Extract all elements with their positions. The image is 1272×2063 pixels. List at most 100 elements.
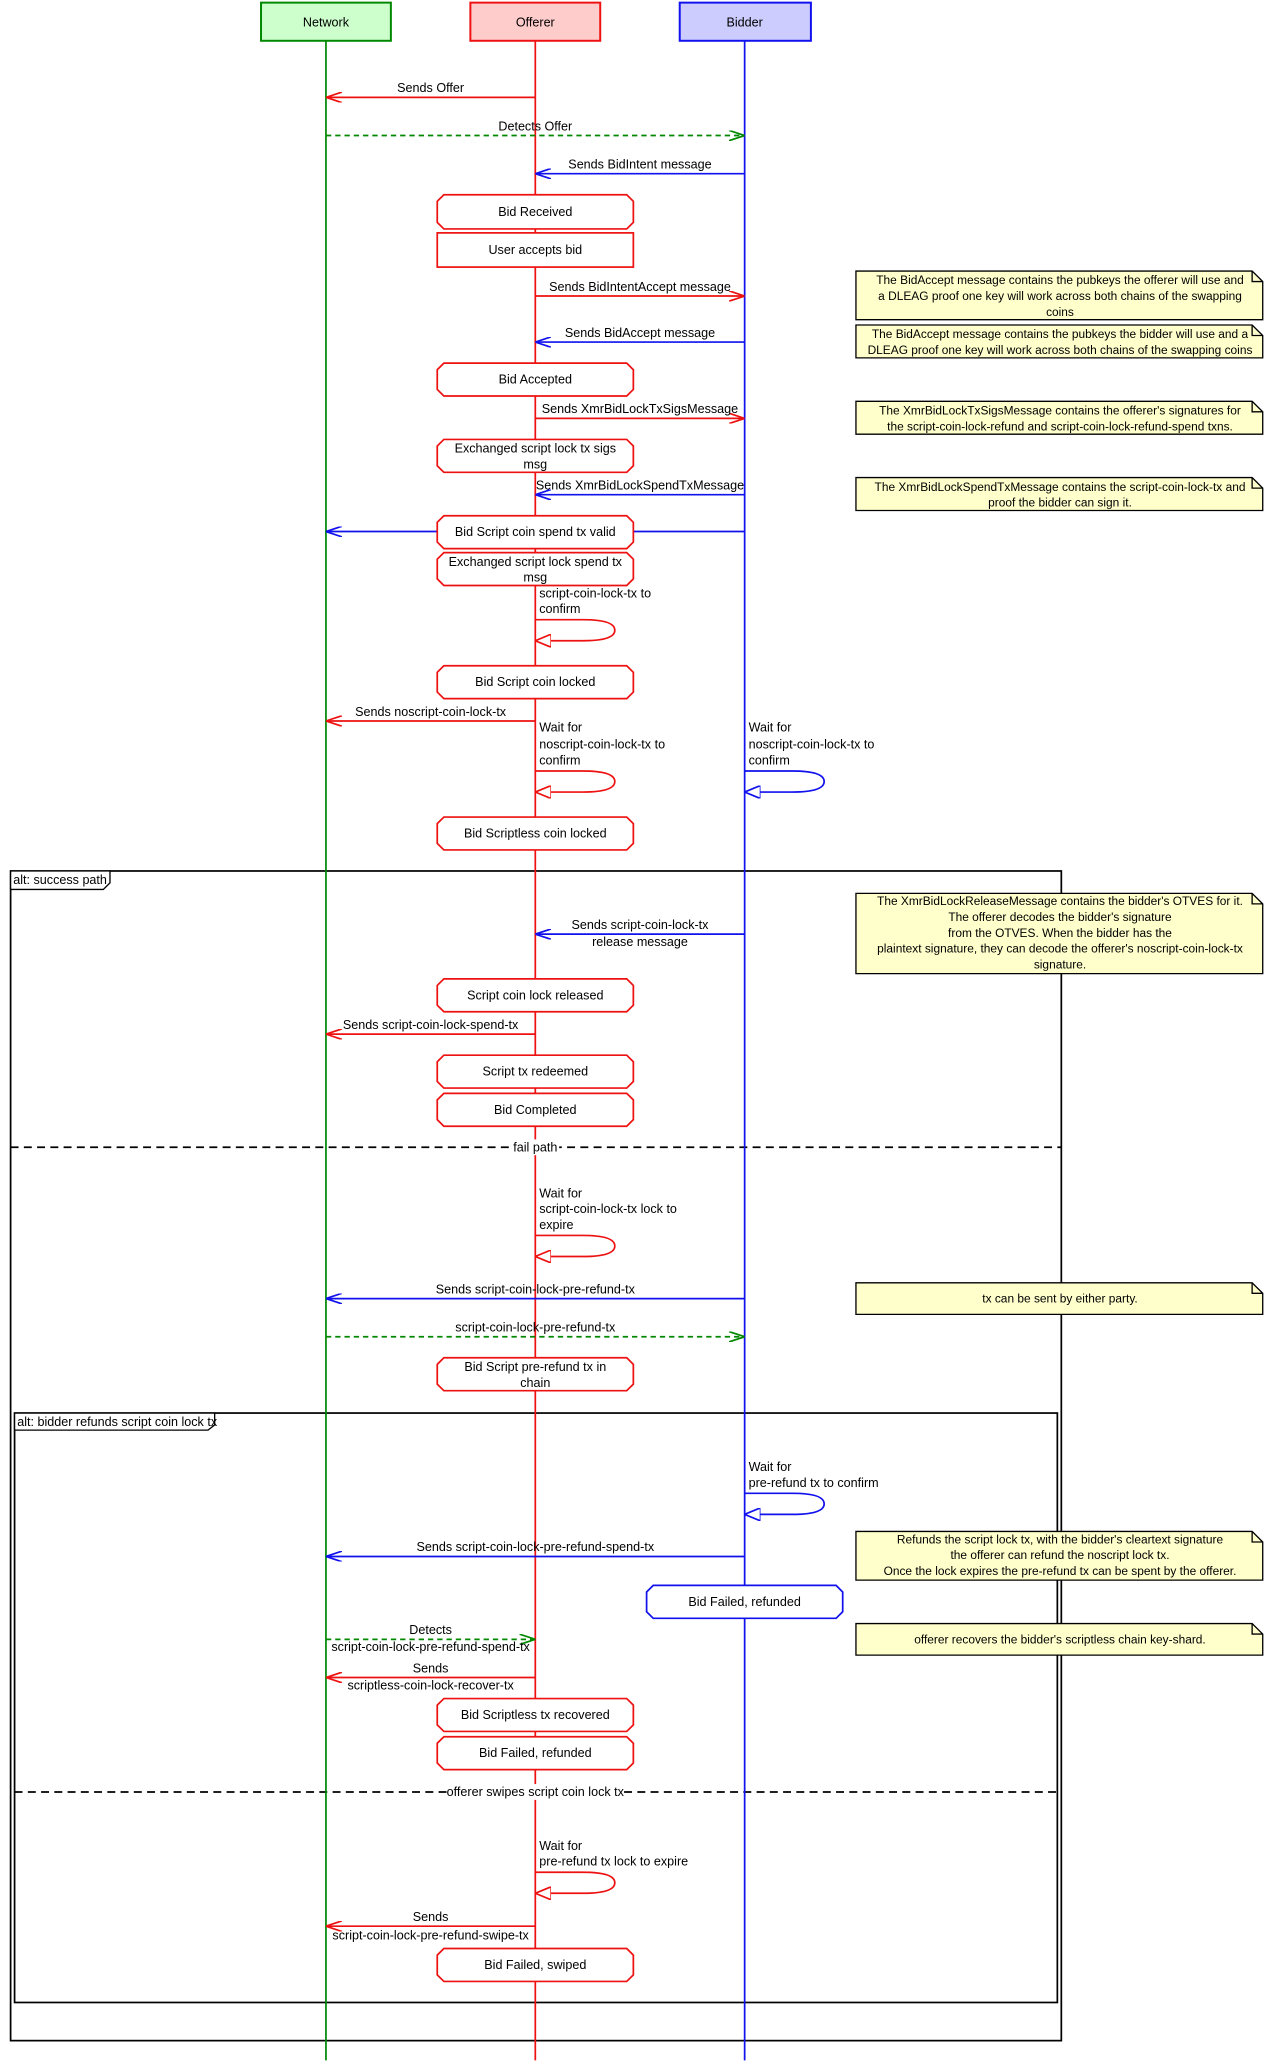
state-label-line-2: msg <box>523 571 547 585</box>
state-label-line-2: chain <box>520 1376 550 1390</box>
self-message-label: noscript-coin-lock-tx to <box>749 738 875 752</box>
note-bidaccept-bidder: The BidAccept message contains the pubke… <box>855 324 1264 359</box>
participant-bidder: Bidder <box>678 1 812 42</box>
state-user-accepts-bid: User accepts bid <box>436 232 635 268</box>
state-bid-script-pre-refund-in-chain: Bid Script pre-refund tx in chain <box>436 1356 635 1392</box>
state-script-coin-lock-released: Script coin lock released <box>436 978 635 1013</box>
note-release: The XmrBidLockReleaseMessage contains th… <box>855 892 1264 975</box>
message-label: Sends XmrBidLockTxSigsMessage <box>542 402 738 416</box>
state-bid-scriptless-tx-recovered: Bid Scriptless tx recovered <box>436 1697 635 1733</box>
state-bid-script-spend-valid: Bid Script coin spend tx valid <box>436 514 635 550</box>
state-offerer-bid-failed-refunded: Bid Failed, refunded <box>436 1735 635 1771</box>
note-either-party: tx can be sent by either party. <box>855 1282 1264 1316</box>
note-lockspendtx: The XmrBidLockSpendTxMessage contains th… <box>855 476 1264 512</box>
message-label-line-1: Sends <box>413 1661 449 1675</box>
participant-network: Network <box>260 1 392 42</box>
message-label: Sends BidIntent message <box>568 157 711 171</box>
self-message-label: confirm <box>749 753 790 767</box>
note-line: Refunds the script lock tx, with the bid… <box>897 1532 1224 1546</box>
alt-frame-bidder-refunds: alt: bidder refunds script coin lock tx <box>13 1412 1059 2004</box>
state-label: User accepts bid <box>488 243 582 257</box>
state-label: Script coin lock released <box>467 988 603 1002</box>
note-refund: Refunds the script lock tx, with the bid… <box>855 1530 1264 1581</box>
note-line: DLEAG proof one key will work across bot… <box>868 343 1253 357</box>
message-label: Sends script-coin-lock-spend-tx <box>343 1018 519 1032</box>
message-sends-bidintent: Sends BidIntent message <box>535 157 745 173</box>
message-sends-swipe: Sends script-coin-lock-pre-refund-swipe-… <box>325 1910 536 1942</box>
message-label: Sends XmrBidLockSpendTxMessage <box>536 479 744 493</box>
self-message-bidder-noscript-confirm: Wait for noscript-coin-lock-tx to confir… <box>744 721 875 792</box>
state-bid-completed: Bid Completed <box>436 1092 635 1128</box>
message-label: script-coin-lock-pre-refund-tx <box>455 1321 616 1335</box>
participant-bidder-label: Bidder <box>726 15 762 29</box>
note-line: proof the bidder can sign it. <box>988 496 1132 510</box>
note-line: a DLEAG proof one key will work across b… <box>878 289 1242 303</box>
note-line: from the OTVES. When the bidder has the <box>948 926 1172 940</box>
note-line: signature. <box>1034 957 1086 971</box>
note-line: The offerer decodes the bidder's signatu… <box>948 910 1172 924</box>
alt-frame-success-label: alt: success path <box>13 873 107 887</box>
self-message-label: pre-refund tx to confirm <box>749 1476 879 1490</box>
self-message-label: Wait for <box>539 721 582 735</box>
message-label: Sends BidAccept message <box>565 326 715 340</box>
self-message-label: Wait for <box>539 1839 582 1853</box>
message-sends-locktxsigs: Sends XmrBidLockTxSigsMessage <box>535 402 745 418</box>
note-line: The XmrBidLockTxSigsMessage contains the… <box>879 404 1241 418</box>
alt-frame-bidder-refunds-label: alt: bidder refunds script coin lock tx <box>17 1415 218 1429</box>
state-bid-received: Bid Received <box>436 193 635 230</box>
state-label: Bid Scriptless tx recovered <box>461 1708 610 1722</box>
message-label: Sends Offer <box>397 81 464 95</box>
message-label-line-2: scriptless-coin-lock-recover-tx <box>347 1678 514 1692</box>
participant-offerer-label: Offerer <box>516 15 555 29</box>
self-message-label: expire <box>539 1218 573 1232</box>
state-label: Bid Failed, refunded <box>479 1746 592 1760</box>
state-label: Bid Script coin spend tx valid <box>455 525 616 539</box>
note-line: The BidAccept message contains the pubke… <box>872 327 1249 341</box>
message-label: Sends BidIntentAccept message <box>549 280 731 294</box>
self-message-label: pre-refund tx lock to expire <box>539 1855 688 1869</box>
self-message-bidder-prerefund-confirm: Wait for pre-refund tx to confirm <box>744 1460 879 1514</box>
state-bid-script-coin-locked: Bid Script coin locked <box>436 664 635 700</box>
message-sends-recover: Sends scriptless-coin-lock-recover-tx <box>325 1661 536 1692</box>
message-label: Detects Offer <box>498 119 572 133</box>
self-message-label: Wait for <box>749 721 792 735</box>
note-line: tx can be sent by either party. <box>982 1292 1137 1306</box>
participant-network-label: Network <box>303 15 350 29</box>
message-sends-lockspendtx: Sends XmrBidLockSpendTxMessage <box>535 479 745 495</box>
message-label-line-1: Sends <box>413 1910 449 1924</box>
message-sends-release: Sends script-coin-lock-tx release messag… <box>535 918 745 949</box>
note-line: plaintext signature, they can decode the… <box>877 942 1243 956</box>
self-message-offerer-noscript-confirm: Wait for noscript-coin-lock-tx to confir… <box>535 721 665 792</box>
state-bid-scriptless-coin-locked: Bid Scriptless coin locked <box>436 816 635 851</box>
self-message-label: confirm <box>539 602 580 616</box>
participant-offerer: Offerer <box>469 1 602 42</box>
state-label: Script tx redeemed <box>483 1065 589 1079</box>
self-message-label: Wait for <box>749 1460 792 1474</box>
note-line: the script-coin-lock-refund and script-c… <box>887 419 1233 433</box>
message-detects-pre-refund: script-coin-lock-pre-refund-tx <box>325 1321 745 1337</box>
message-sends-pre-refund: Sends script-coin-lock-pre-refund-tx <box>325 1282 745 1298</box>
state-label-line-2: msg <box>523 457 547 471</box>
note-line: The XmrBidLockReleaseMessage contains th… <box>877 894 1243 908</box>
note-line: Once the lock expires the pre-refund tx … <box>884 1564 1237 1578</box>
state-label: Bid Scriptless coin locked <box>464 827 607 841</box>
note-line: the offerer can refund the noscript lock… <box>950 1548 1169 1562</box>
note-bidaccept-offerer: The BidAccept message contains the pubke… <box>855 270 1264 321</box>
alt-separator-offerer-swipes-label: offerer swipes script coin lock tx <box>447 1785 625 1799</box>
message-sends-offer: Sends Offer <box>325 81 536 97</box>
state-label-line-1: Exchanged script lock spend tx <box>449 555 623 569</box>
message-label-line-1: Sends script-coin-lock-tx <box>571 918 709 932</box>
state-label-line-1: Bid Script pre-refund tx in <box>464 1360 606 1374</box>
note-line: coins <box>1046 305 1074 319</box>
message-label: Sends script-coin-lock-pre-refund-tx <box>436 1282 636 1296</box>
note-line: offerer recovers the bidder's scriptless… <box>914 1632 1206 1646</box>
message-label-line-2: script-coin-lock-pre-refund-spend-tx <box>331 1640 530 1654</box>
state-exchanged-lock-tx-sigs: Exchanged script lock tx sigs msg <box>436 438 635 474</box>
message-label-line-1: Detects <box>409 1623 452 1637</box>
message-sends-lock-spend: Sends script-coin-lock-spend-tx <box>325 1018 536 1034</box>
state-label: Bid Script coin locked <box>475 675 595 689</box>
message-sends-bidintentaccept: Sends BidIntentAccept message <box>535 280 745 296</box>
self-message-offerer-lock-expire: Wait for script-coin-lock-tx lock to exp… <box>535 1186 677 1256</box>
message-label: Sends script-coin-lock-pre-refund-spend-… <box>416 1540 654 1554</box>
self-message-label: noscript-coin-lock-tx to <box>539 738 665 752</box>
